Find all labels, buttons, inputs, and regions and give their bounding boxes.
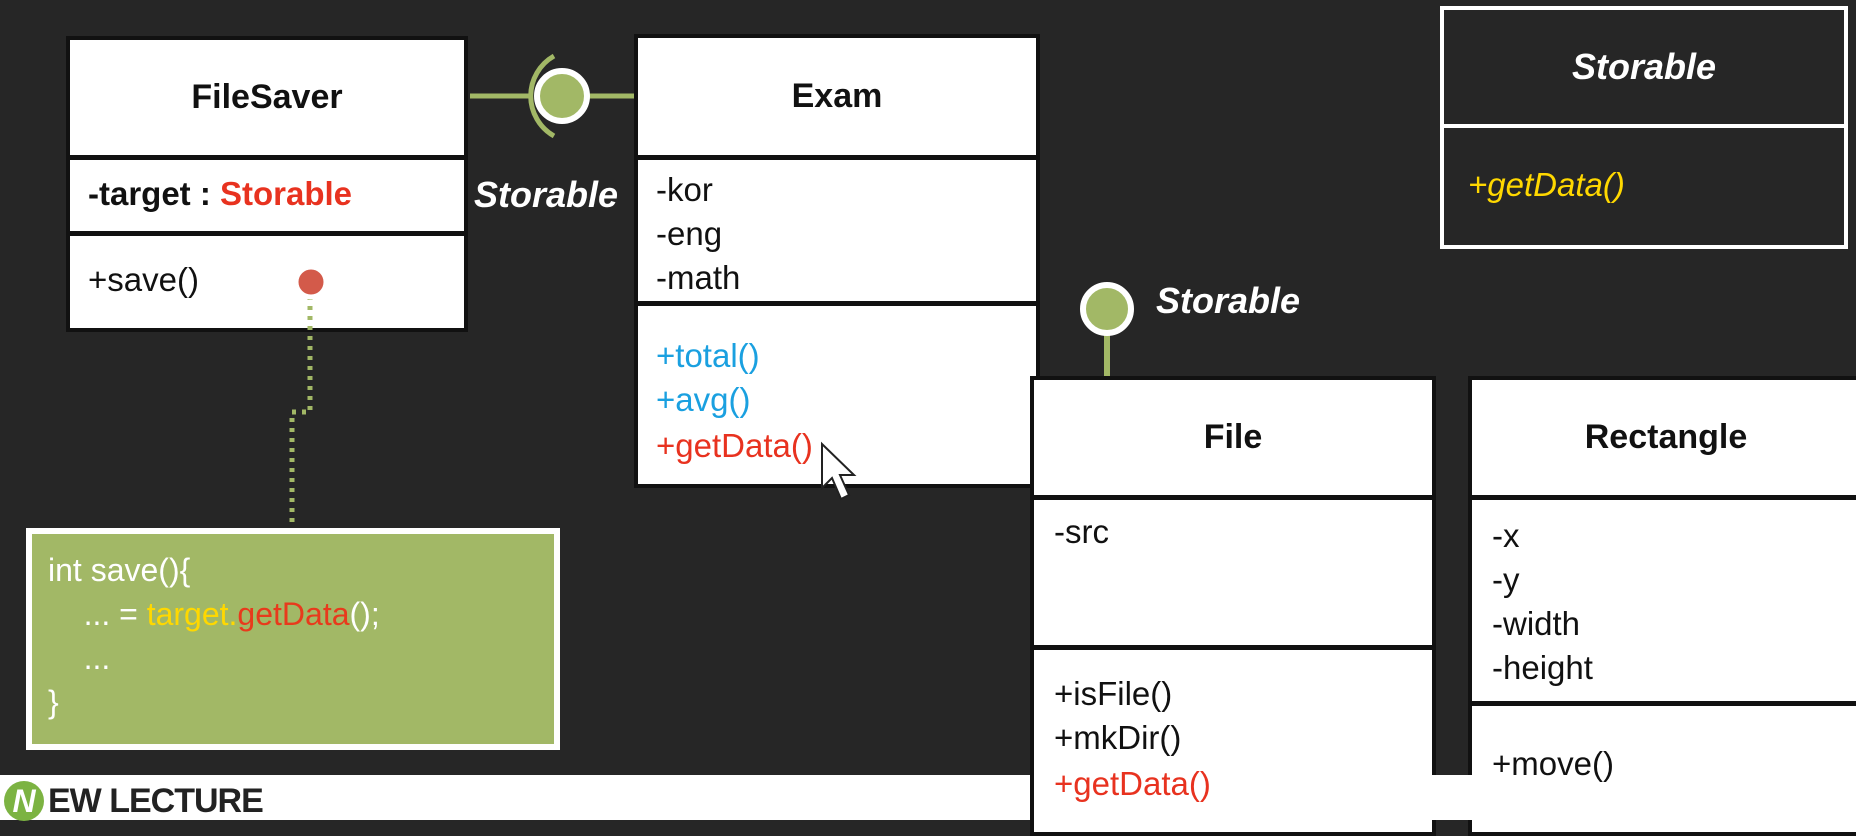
logo: N EW LECTURE <box>4 781 264 821</box>
file-title: File <box>1034 380 1432 500</box>
rectangle-title: Rectangle <box>1472 380 1856 500</box>
filesaver-attributes: -target : Storable <box>70 160 464 236</box>
code-line-3: ... <box>48 640 111 676</box>
logo-text: EW LECTURE <box>48 781 264 820</box>
exam-method: +avg() <box>656 381 751 418</box>
filesaver-attr-type: Storable <box>220 175 353 212</box>
rectangle-attributes: -x -y -width -height <box>1472 500 1856 706</box>
file-attr: -src <box>1054 513 1109 550</box>
code-dot: . <box>228 596 238 632</box>
footer-bar-fragment <box>1430 775 1472 820</box>
file-method: +mkDir() <box>1054 719 1182 756</box>
rectangle-attr: -y <box>1492 561 1520 598</box>
filesaver-methods: +save() <box>70 236 464 328</box>
file-method-getdata: +getData() <box>1054 765 1211 802</box>
exam-class: Exam -kor -eng -math +total() +avg() +ge… <box>634 34 1040 488</box>
rectangle-attr: -width <box>1492 605 1581 642</box>
file-methods: +isFile() +mkDir() +getData() <box>1034 650 1432 832</box>
rectangle-attr: -x <box>1492 517 1520 554</box>
filesaver-title: FileSaver <box>70 40 464 160</box>
code-line-1: int save(){ <box>48 552 191 588</box>
exam-method-getdata: +getData() <box>656 427 813 464</box>
code-line-4: } <box>48 684 59 720</box>
footer-bar: N EW LECTURE <box>0 775 1030 821</box>
exam-method: +total() <box>656 337 760 374</box>
rectangle-methods: +move() <box>1472 706 1856 832</box>
code-line-2-suffix: (); <box>349 596 380 632</box>
exam-attr: -math <box>656 259 741 296</box>
code-getdata: getData <box>237 596 350 632</box>
rectangle-method: +move() <box>1492 745 1614 782</box>
storable-label-exam: Storable <box>474 174 619 215</box>
logo-icon: N <box>4 781 44 821</box>
code-target: target <box>146 596 229 632</box>
exam-attr: -kor <box>656 171 713 208</box>
file-method: +isFile() <box>1054 675 1173 712</box>
provided-interface-file <box>1080 282 1134 336</box>
storable-interface-class: Storable +getData() <box>1440 6 1848 249</box>
filesaver-class: FileSaver -target : Storable +save() <box>66 36 468 332</box>
filesaver-method: +save() <box>88 261 199 298</box>
storable-interface-method: +getData() <box>1468 166 1625 203</box>
code-note: int save(){ ... = target.getData(); ...} <box>26 528 560 750</box>
filesaver-attr-prefix: -target : <box>88 175 220 212</box>
code-line-2-prefix: ... = <box>48 596 147 632</box>
storable-label-file: Storable <box>1156 280 1301 321</box>
rectangle-class: Rectangle -x -y -width -height +move() <box>1468 376 1856 836</box>
exam-title: Exam <box>638 38 1036 160</box>
rectangle-attr: -height <box>1492 649 1593 686</box>
required-socket <box>528 53 556 139</box>
file-class: File -src +isFile() +mkDir() +getData() <box>1030 376 1436 836</box>
exam-attr: -eng <box>656 215 723 252</box>
storable-interface-title: Storable <box>1444 10 1844 128</box>
code-line-2: ... = target.getData(); <box>48 592 554 636</box>
exam-attributes: -kor -eng -math <box>638 160 1036 306</box>
exam-methods: +total() +avg() +getData() <box>638 306 1036 484</box>
file-attributes: -src <box>1034 500 1432 650</box>
provided-interface-exam <box>534 68 590 124</box>
